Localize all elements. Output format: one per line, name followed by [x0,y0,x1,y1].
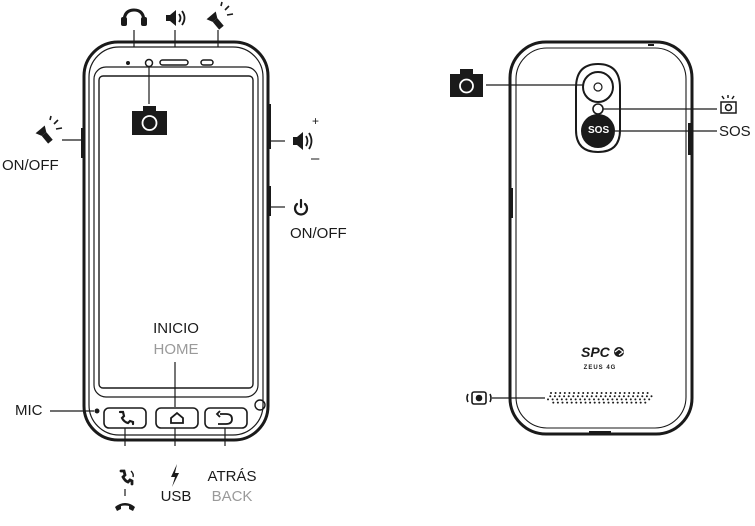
model-text: ZEUS 4G [583,365,617,371]
call-icon [119,469,134,486]
power-onoff-label: ON/OFF [290,225,347,242]
flashlight-icon-left [35,125,53,144]
hangup-icon [115,503,135,511]
brand-logo [614,347,624,357]
front-phone [81,40,271,442]
usb-label: USB [160,488,192,505]
volume-key [267,104,271,149]
front-screen [93,66,259,398]
power-icon [293,198,309,216]
usb-icon [171,464,179,487]
flashlight-icon [206,11,224,30]
back-key [204,407,248,429]
home-label-es: INICIO [153,320,199,337]
speaker-grille [547,392,653,404]
home-key [155,407,199,429]
front-camera-lens [144,58,154,68]
call-key [103,407,147,429]
call-key-icon [118,410,135,426]
rear-flash [592,103,604,115]
back-phone [508,40,694,436]
headphones-icon [121,8,147,26]
vibration-icon [466,391,492,405]
back-label-es: ATRÁS [207,468,257,485]
flashlight-rays [220,1,234,16]
brand-logo-text: SPC [581,344,610,360]
back-icon [215,410,233,425]
flash-icon [720,95,737,114]
rear-camera-icon [450,69,483,97]
volume-icon [293,132,313,150]
speaker-icon [166,10,186,26]
flash-key [81,128,85,158]
camera-module [575,62,621,154]
rear-camera-lens [582,71,614,103]
earpiece [159,59,189,66]
camera-icon [132,106,167,135]
flash-onoff-label: ON/OFF [2,157,59,174]
sos-button-text: SOS [588,125,610,136]
home-icon [170,411,184,424]
sos-label: SOS [719,123,751,140]
front-leader-lines [50,30,285,446]
mic-label: MIC [15,402,43,419]
volume-plus-label: + [312,114,320,128]
power-key [267,186,271,216]
home-label-en: HOME [153,341,199,358]
back-label-en: BACK [211,488,253,505]
volume-minus-label: – [311,150,320,167]
sos-button [581,114,615,148]
back-leader-lines [486,84,717,399]
